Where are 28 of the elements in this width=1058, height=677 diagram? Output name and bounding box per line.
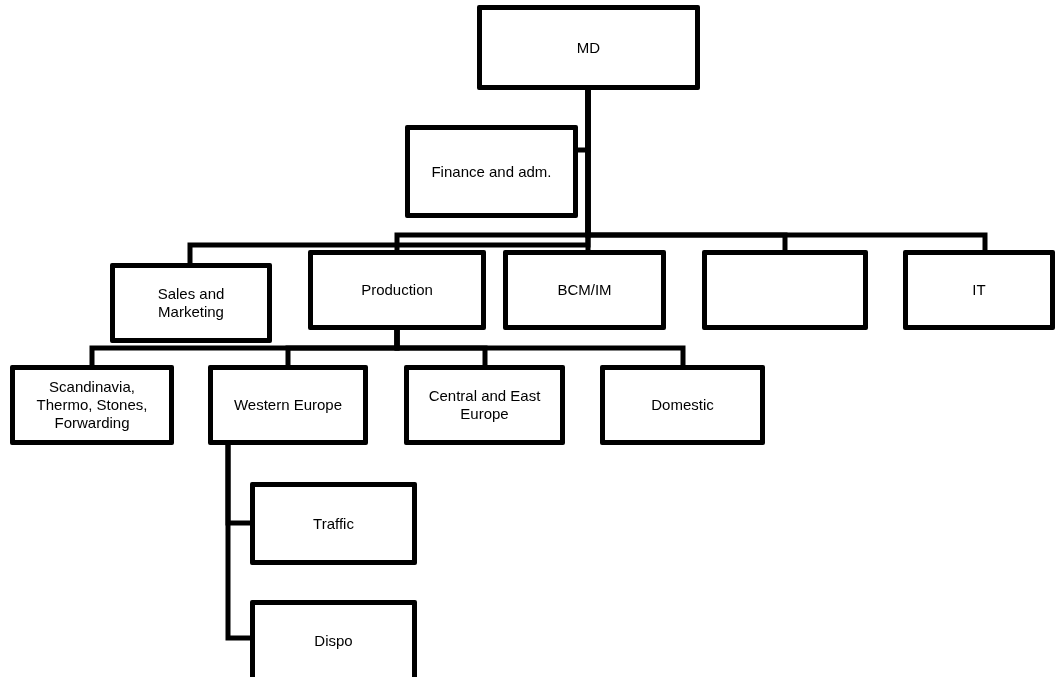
unit-name: Sales and Marketing xyxy=(156,285,226,321)
connector-line xyxy=(585,90,988,250)
unit-name: BCM/IM xyxy=(557,281,612,299)
empty-box xyxy=(702,250,868,330)
unit-name: Domestic xyxy=(651,396,714,414)
connector-line xyxy=(225,445,250,641)
unit-name: Scandinavia, Thermo, Stones, Forwarding xyxy=(35,378,149,432)
unit-name: Western Europe xyxy=(233,396,343,414)
org-box xyxy=(404,365,565,445)
unit-name: Production xyxy=(361,281,433,299)
org-box xyxy=(110,263,272,343)
org-box xyxy=(10,365,174,445)
unit-name: Finance and adm. xyxy=(431,162,552,181)
org-box xyxy=(405,125,578,218)
org-box xyxy=(503,250,666,330)
org-box xyxy=(477,5,700,90)
org-box xyxy=(250,600,417,677)
unit-name: Dispo xyxy=(314,632,353,650)
org-box xyxy=(903,250,1055,330)
org-box xyxy=(250,482,417,565)
unit-name: Central and East Europe xyxy=(427,387,542,423)
org-box xyxy=(208,365,368,445)
org-box xyxy=(308,250,486,330)
unit-name: Traffic xyxy=(313,514,354,533)
connector-line xyxy=(394,330,686,365)
unit-name: MD xyxy=(576,38,601,57)
unit-name: IT xyxy=(972,281,986,299)
org-box xyxy=(600,365,765,445)
